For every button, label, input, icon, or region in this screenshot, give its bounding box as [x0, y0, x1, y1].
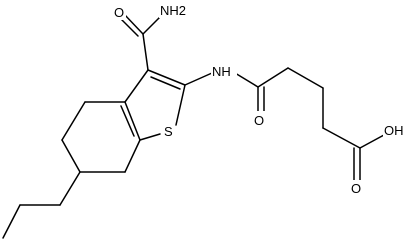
- bond-c7-c7a: [124, 139, 141, 173]
- bond-s-c7a: [139, 133, 161, 141]
- bond-ca-cb: [287, 67, 324, 89]
- acid-oxygen-label: O: [351, 181, 361, 196]
- bond-cc-cacid: [322, 127, 361, 149]
- bond-propyl2-propyl3: [2, 204, 21, 239]
- bond-c7a-c3a-double: [120, 105, 135, 137]
- amide-oxygen-label: O: [114, 5, 124, 20]
- bond-c5-c6: [61, 139, 81, 173]
- bond-camide-o-double: [119, 17, 139, 37]
- bond-nh-ccarbonyl: [234, 72, 259, 88]
- bond-c7a-c3a: [124, 101, 141, 141]
- bond-c3-c3a: [124, 69, 149, 103]
- bond-c3-c2-double: [150, 76, 181, 90]
- acid-hydroxyl-label: OH: [384, 123, 404, 138]
- bond-c3-camide: [142, 33, 149, 71]
- ring-sulfur-label: S: [164, 124, 173, 139]
- amide-nh2-label: NH2: [160, 3, 186, 18]
- bond-c2-s: [175, 84, 186, 126]
- bond-c3-c2: [147, 69, 186, 86]
- amide-nh-label: NH: [212, 64, 231, 79]
- bond-cacid-oh: [359, 134, 385, 149]
- bond-c6-propyl1: [59, 171, 81, 206]
- bond-c4-c5: [61, 101, 86, 141]
- bond-c2-nh: [184, 72, 213, 86]
- atom-labels: NH2 O NH S O OH O: [113, 2, 409, 196]
- bond-camide-nh2: [142, 14, 163, 35]
- ketone-oxygen-label: O: [254, 113, 264, 128]
- bond-ccarbonyl-ca: [257, 67, 289, 88]
- bonds: [2, 13, 385, 239]
- bond-camide-o: [123, 13, 144, 35]
